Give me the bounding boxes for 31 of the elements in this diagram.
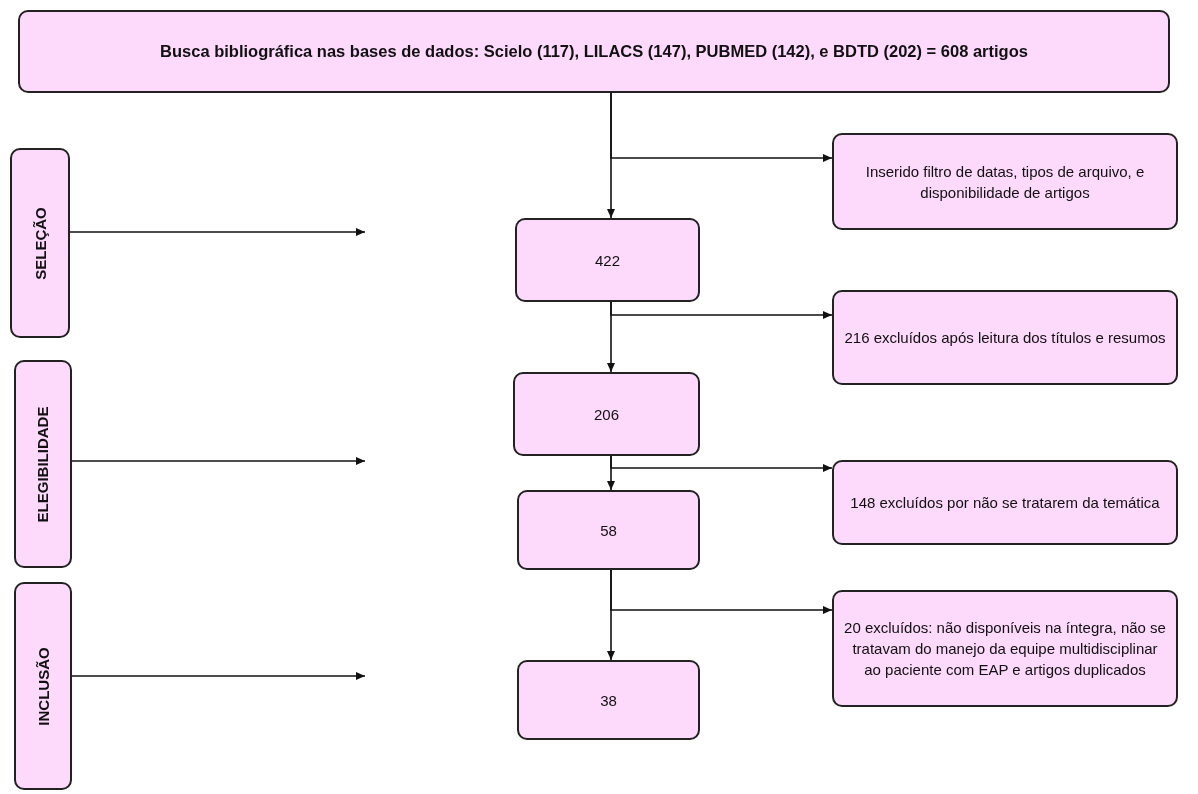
arrow — [610, 569, 833, 614]
box-text: 422 — [595, 250, 620, 271]
stage-label-box — [14, 360, 72, 568]
process-box — [517, 490, 700, 570]
box-text: 206 — [594, 404, 619, 425]
stage-label-box — [10, 148, 70, 338]
process-box — [832, 590, 1178, 707]
arrow — [610, 92, 833, 162]
stage-label: INCLUSÃO — [33, 646, 53, 726]
process-box — [832, 460, 1178, 545]
box-text: 38 — [600, 690, 617, 711]
box-text: 216 excluídos após leitura dos títulos e resumos — [844, 328, 1166, 348]
arrow — [71, 457, 366, 465]
box-text: Inserido filtro de datas, tipos de arquivo, e disponibilidade de artigos — [864, 161, 1146, 203]
process-box — [832, 133, 1178, 230]
box-text: 58 — [600, 520, 617, 541]
process-box — [515, 218, 700, 302]
stage-label: ELEGIBILIDADE — [33, 406, 53, 522]
process-box — [18, 10, 1170, 93]
process-box — [517, 660, 700, 740]
arrow — [69, 228, 366, 236]
arrow — [71, 672, 366, 680]
stage-label-box — [14, 582, 72, 790]
arrow — [610, 455, 833, 472]
box-text: 20 excluídos: não disponíveis na íntegra, não se tratavam do manejo da equipe multidisciplinar ao paciente com EAP e artigos duplicados — [844, 618, 1166, 680]
stage-label: SELEÇÃO — [30, 206, 50, 280]
process-box — [513, 372, 700, 456]
box-text: 148 excluídos por não se tratarem da temática — [850, 493, 1160, 513]
arrow — [610, 301, 833, 319]
process-box — [832, 290, 1178, 385]
box-text: Busca bibliográfica nas bases de dados: Scielo (117), LILACS (147), PUBMED (142), e BDTD (202) = 608 artigos — [160, 40, 1028, 62]
